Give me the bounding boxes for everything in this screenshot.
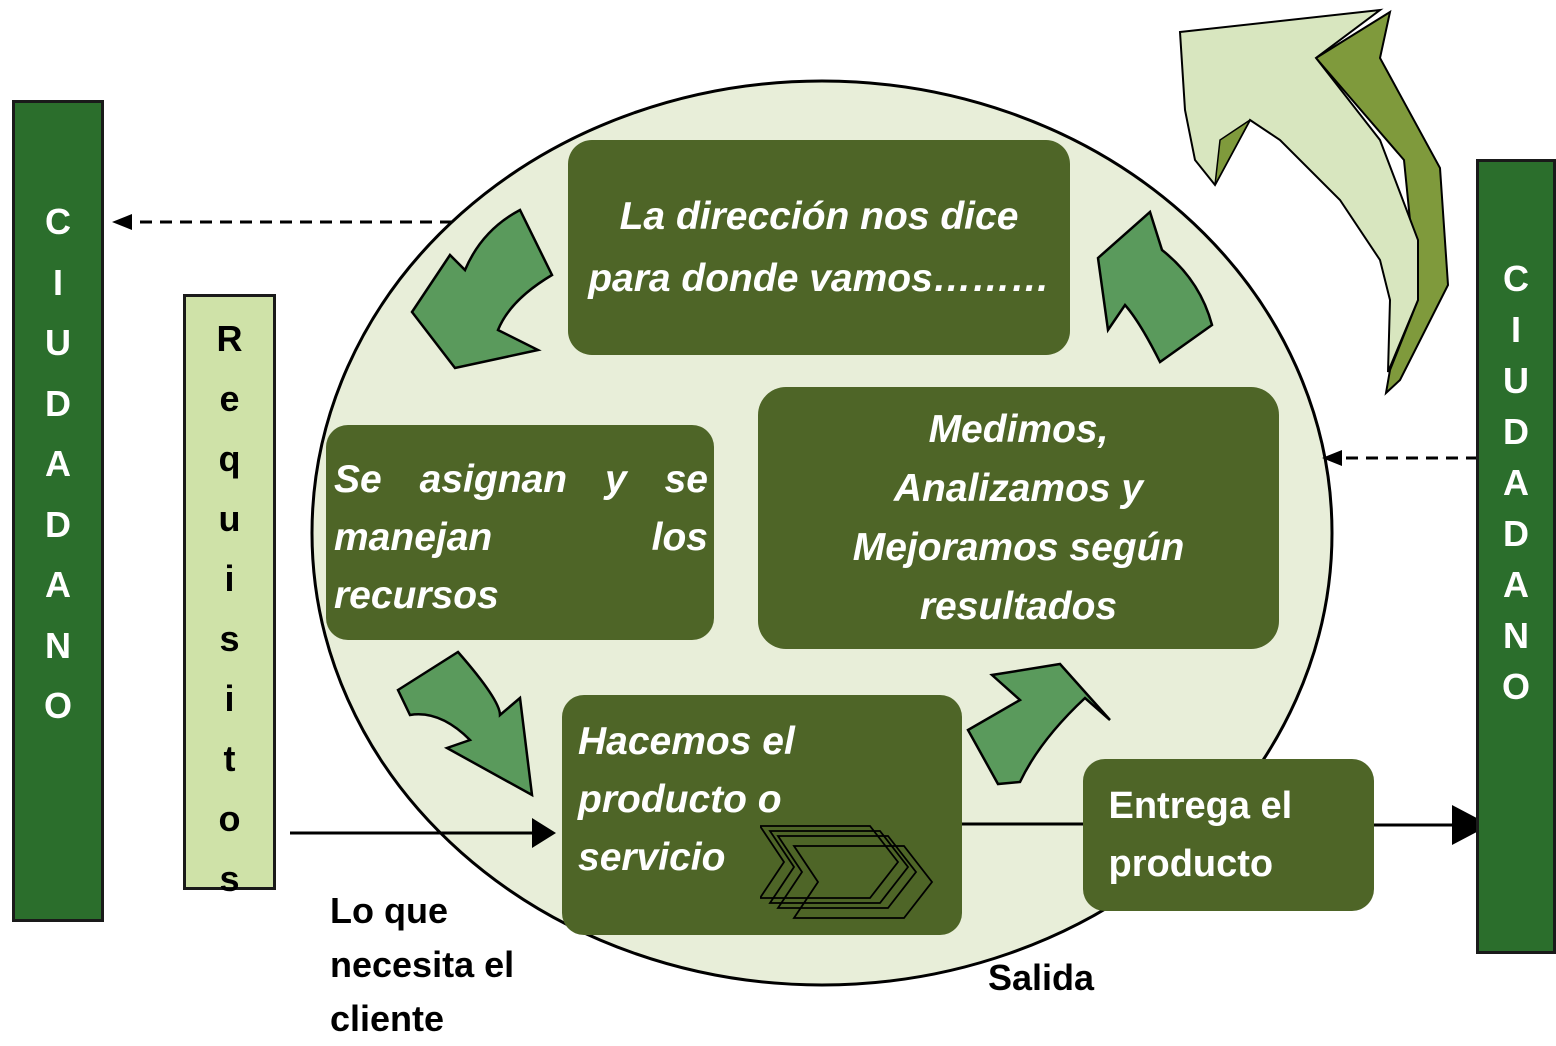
dashed-arrow-left (112, 214, 452, 230)
medimos-text: Medimos, Analizamos y Mejoramos según re… (852, 408, 1185, 628)
ciudadano-left-letter: O (43, 685, 72, 726)
input-arrow (290, 818, 556, 848)
requisitos-letter: u (218, 498, 241, 539)
recursos-box: Se asignan y se manejan los recursos (326, 425, 714, 640)
ciudadano-left-letter: D (45, 382, 71, 424)
process-chevrons-icon (760, 825, 934, 919)
big-curved-arrow (1178, 8, 1450, 396)
ciudadano-right-letter: A (1503, 462, 1529, 503)
requisitos-letter: s (219, 858, 240, 899)
requisitos-letter: i (224, 558, 235, 599)
dashed-arrow-right (1322, 450, 1478, 466)
cycle-arrow-bottom-right (966, 662, 1111, 786)
ciudadano-left-letter: A (45, 443, 71, 484)
ciudadano-right-letter: D (1503, 513, 1529, 554)
delivery-arrow (1374, 805, 1490, 845)
ciudadano-right-letter: I (1510, 309, 1521, 350)
medimos-box: Medimos, Analizamos y Mejoramos según re… (758, 387, 1279, 649)
ciudadano-left-letter: I (52, 261, 63, 303)
requisitos-letter: s (219, 618, 240, 659)
recursos-text: Se asignan y se manejan los recursos (334, 457, 708, 617)
requisitos-letter: e (219, 378, 240, 419)
direccion-text: La dirección nos dice para donde vamos……… (588, 194, 1050, 300)
ciudadano-right-letter: N (1503, 615, 1529, 656)
requisitos-letter: R (216, 318, 243, 359)
requisitos-letter: t (223, 738, 236, 779)
ciudadano-left-letter: D (45, 503, 71, 545)
ciudadano-left-letter: C (45, 201, 71, 242)
ciudadano-right-letter: A (1503, 564, 1529, 605)
entrega-text: Entrega el producto (1108, 785, 1293, 885)
salida-label: Salida (988, 957, 1095, 998)
ciudadano-right-letter: C (1503, 258, 1529, 299)
ciudadano-left-letter: U (45, 322, 71, 363)
ciudadano-left-letter: N (45, 624, 71, 666)
ciudadano-left-letter: A (45, 564, 71, 605)
ciudadano-right-letter: D (1503, 411, 1529, 452)
cycle-arrow-top-right (1096, 209, 1214, 364)
requisitos-letter: q (218, 438, 241, 479)
direccion-box: La dirección nos dice para donde vamos……… (568, 140, 1070, 355)
ciudadano-right-letter: O (1501, 666, 1530, 707)
hacemos-text: Hacemos el producto o servicio (578, 720, 795, 879)
cycle-arrow-top-left (410, 208, 554, 370)
lo-que-necesita-label: Lo que necesita el cliente (330, 890, 515, 1039)
ciudadano-right-letter: U (1503, 360, 1529, 401)
entrega-box: Entrega el producto (1083, 759, 1374, 911)
requisitos-letter: i (224, 678, 235, 719)
cycle-arrow-bottom-left (396, 650, 534, 798)
requisitos-letter: o (218, 798, 241, 839)
